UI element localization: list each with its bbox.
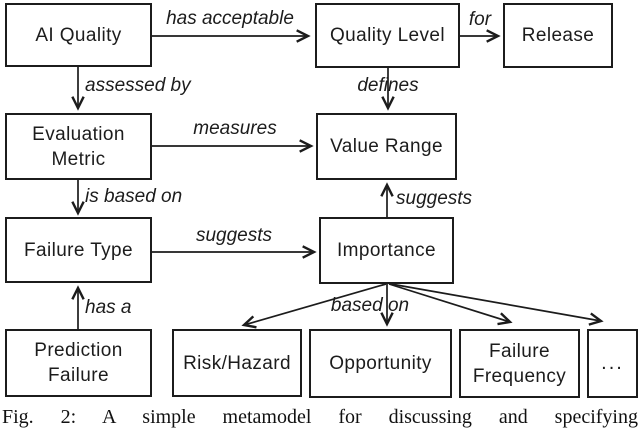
node-importance: Importance xyxy=(319,217,454,284)
node-label: Failure Type xyxy=(23,239,133,261)
node-ai-quality: AI Quality xyxy=(5,3,152,67)
edge-based-on-frequency xyxy=(388,283,513,326)
edge-label-defines: defines xyxy=(357,75,419,96)
node-risk-hazard: Risk/Hazard xyxy=(172,329,302,397)
edge-label-for: for xyxy=(468,9,492,30)
node-opportunity: Opportunity xyxy=(309,329,452,398)
node-label: Release xyxy=(521,25,595,46)
edge-label-based-on: based on xyxy=(330,295,410,316)
edge-based-on-more xyxy=(390,283,604,326)
node-failure-type: Failure Type xyxy=(5,217,152,283)
node-label: Value Range xyxy=(330,136,443,157)
edge-label-suggests-to-value-range: suggests xyxy=(396,188,473,209)
figure-caption: Fig. 2: A simple metamodel for discussin… xyxy=(2,406,638,428)
node-release: Release xyxy=(503,3,613,68)
node-label: Quality Level xyxy=(329,25,446,46)
node-label: Importance xyxy=(336,240,437,261)
edge-label-has-a: has a xyxy=(85,297,132,318)
edge-label-is-based-on: is based on xyxy=(85,186,183,207)
node-value-range: Value Range xyxy=(316,113,457,180)
node-label: Failure Frequency xyxy=(472,340,567,387)
node-label: AI Quality xyxy=(35,24,122,46)
edge-label-measures: measures xyxy=(193,118,277,139)
edge-label-suggests-to-importance: suggests xyxy=(195,225,273,246)
node-label: Prediction Failure xyxy=(34,340,123,386)
node-label: Opportunity xyxy=(329,353,432,374)
edge-based-on-risk xyxy=(241,283,387,329)
node-evaluation-metric: Evaluation Metric xyxy=(5,113,152,180)
node-prediction-failure: Prediction Failure xyxy=(5,329,152,397)
node-label: Evaluation Metric xyxy=(32,123,125,170)
node-label: ... xyxy=(601,352,624,374)
edge-label-has-acceptable: has acceptable xyxy=(166,8,294,29)
node-label: Risk/Hazard xyxy=(183,352,291,374)
node-ellipsis: ... xyxy=(587,329,638,398)
node-failure-frequency: Failure Frequency xyxy=(459,329,580,398)
edge-label-assessed-by: assessed by xyxy=(85,75,191,96)
node-quality-level: Quality Level xyxy=(315,3,460,68)
